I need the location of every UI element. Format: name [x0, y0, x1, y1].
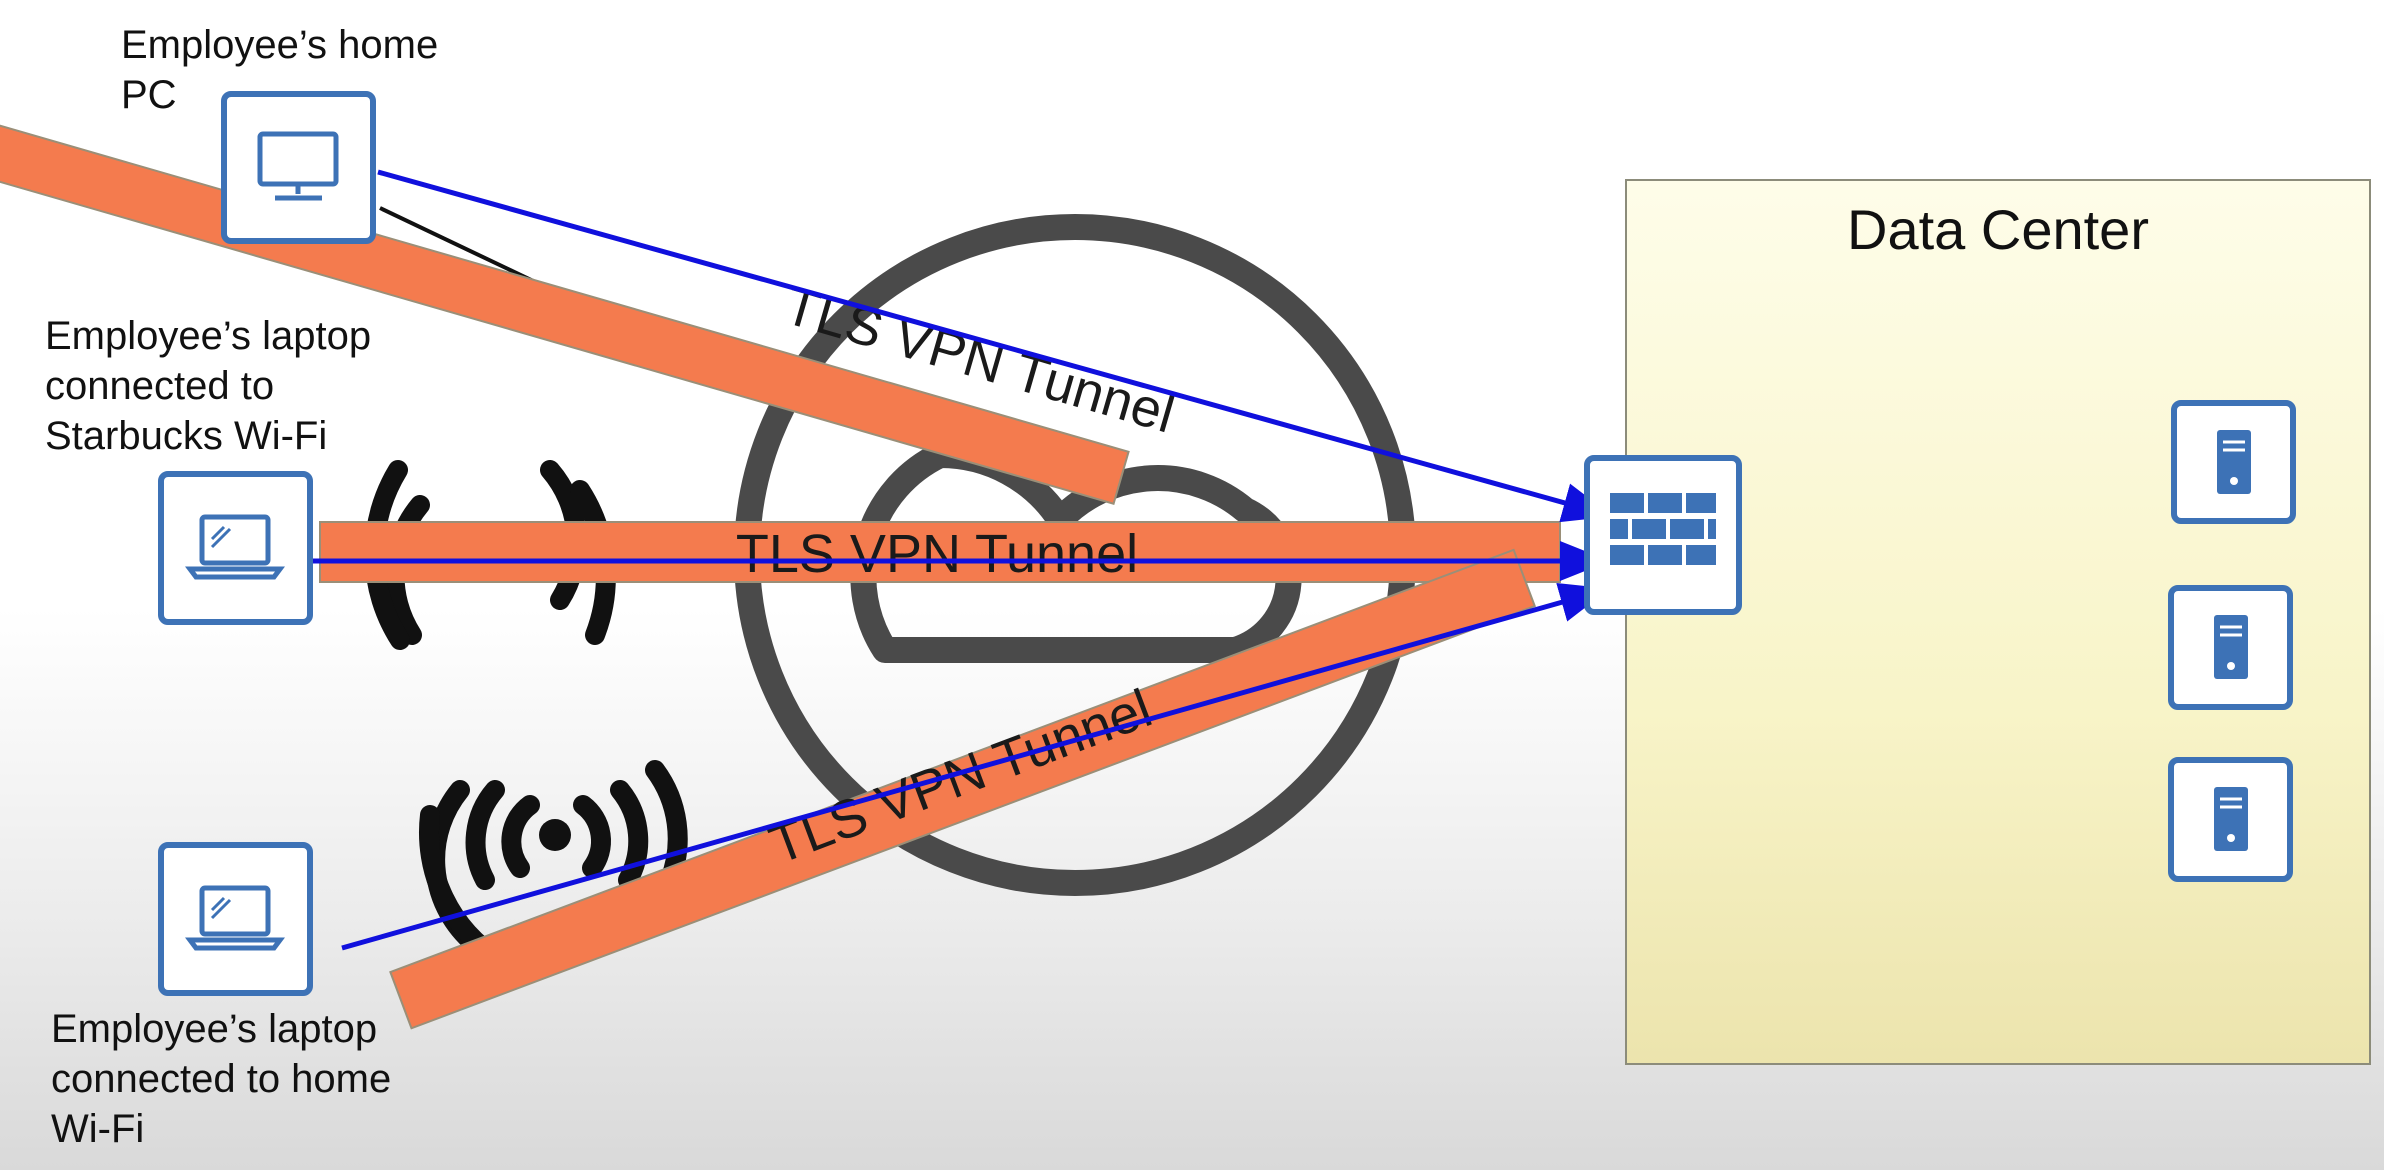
data-center-title: Data Center: [1847, 198, 2149, 261]
tunnel-label-middle: TLS VPN Tunnel: [736, 524, 1138, 584]
home-wifi-laptop-icon[interactable]: [158, 842, 313, 996]
home-pc-label-line: PC: [121, 73, 177, 117]
starbucks-laptop-label-line: Employee’s laptop: [45, 314, 372, 358]
starbucks-laptop-icon[interactable]: [158, 471, 313, 625]
firewall-icon[interactable]: [1584, 455, 1742, 615]
starbucks-laptop-label: Employee’s laptop connected to Starbucks…: [45, 311, 371, 461]
starbucks-laptop-label-line: Starbucks Wi-Fi: [45, 414, 328, 458]
home-pc-label: Employee’s home PC: [121, 20, 438, 120]
home-wifi-laptop-label-line: Wi-Fi: [51, 1107, 145, 1151]
home-pc-monitor-icon[interactable]: [221, 91, 376, 244]
server-icon[interactable]: [2171, 400, 2296, 524]
starbucks-laptop-label-line: connected to: [45, 364, 275, 408]
home-pc-label-line: Employee’s home: [121, 23, 439, 67]
home-wifi-laptop-label-line: Employee’s laptop: [51, 1007, 378, 1051]
home-wifi-laptop-label-line: connected to home: [51, 1057, 392, 1101]
vpn-tunnel-bottom: [389, 548, 1537, 1030]
home-wifi-laptop-label: Employee’s laptop connected to home Wi-F…: [51, 1004, 391, 1154]
server-icon[interactable]: [2168, 757, 2293, 882]
server-icon[interactable]: [2168, 585, 2293, 710]
